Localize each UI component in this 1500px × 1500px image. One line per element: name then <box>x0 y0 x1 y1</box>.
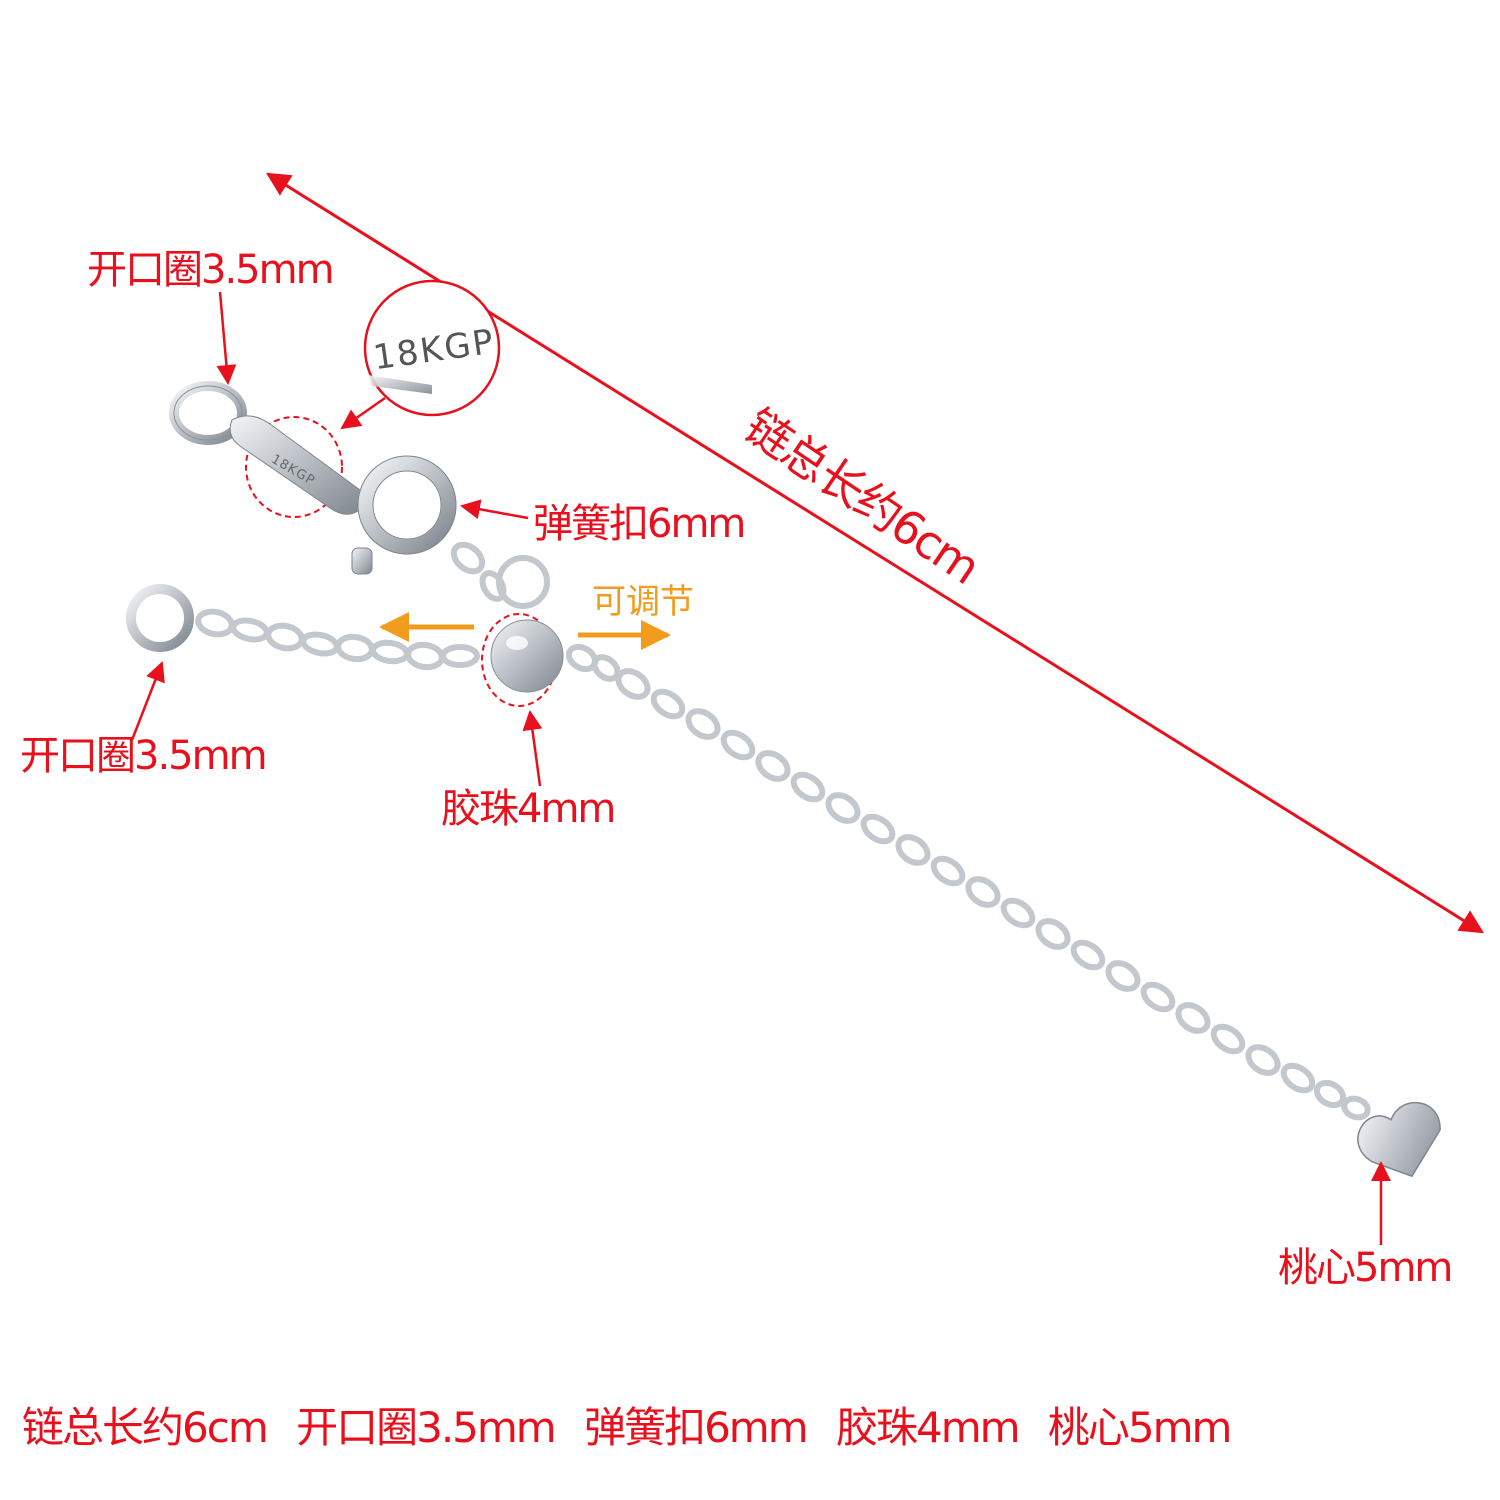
summary-line: 链总长约6cm 开口圈3.5mm 弹簧扣6mm 胶珠4mm 桃心5mm <box>22 1407 1248 1449</box>
arrow-bead <box>522 710 543 787</box>
summary-bead: 胶珠4mm <box>836 1403 1021 1452</box>
label-heart: 桃心5mm <box>1278 1245 1453 1291</box>
summary-clasp: 弹簧扣6mm <box>584 1403 809 1452</box>
left-chain <box>195 608 480 671</box>
label-adjustable: 可调节 <box>592 582 694 622</box>
arrow-clasp <box>460 499 529 520</box>
left-jump-ring <box>126 584 194 652</box>
clasp-tag <box>229 415 366 515</box>
heart-charm <box>1357 1101 1441 1178</box>
label-ring-top: 开口圈3.5mm <box>87 247 335 293</box>
summary-jump-ring: 开口圈3.5mm <box>296 1403 557 1452</box>
spring-clasp <box>351 455 457 575</box>
label-clasp: 弹簧扣6mm <box>533 501 746 547</box>
label-ring-left: 开口圈3.5mm <box>20 733 268 779</box>
arrow-ring-top <box>216 291 237 385</box>
clasp-chain <box>450 541 550 609</box>
summary-total-length: 链总长约6cm <box>22 1403 269 1452</box>
silicone-bead <box>490 619 564 693</box>
top-jump-ring <box>169 381 247 445</box>
stamp-zoom-circle <box>340 279 501 430</box>
summary-heart: 桃心5mm <box>1047 1403 1233 1452</box>
long-chain <box>565 643 1371 1121</box>
label-bead: 胶珠4mm <box>441 786 616 832</box>
arrow-ring-left <box>130 661 165 741</box>
stamp-dashed-circle <box>245 416 343 518</box>
